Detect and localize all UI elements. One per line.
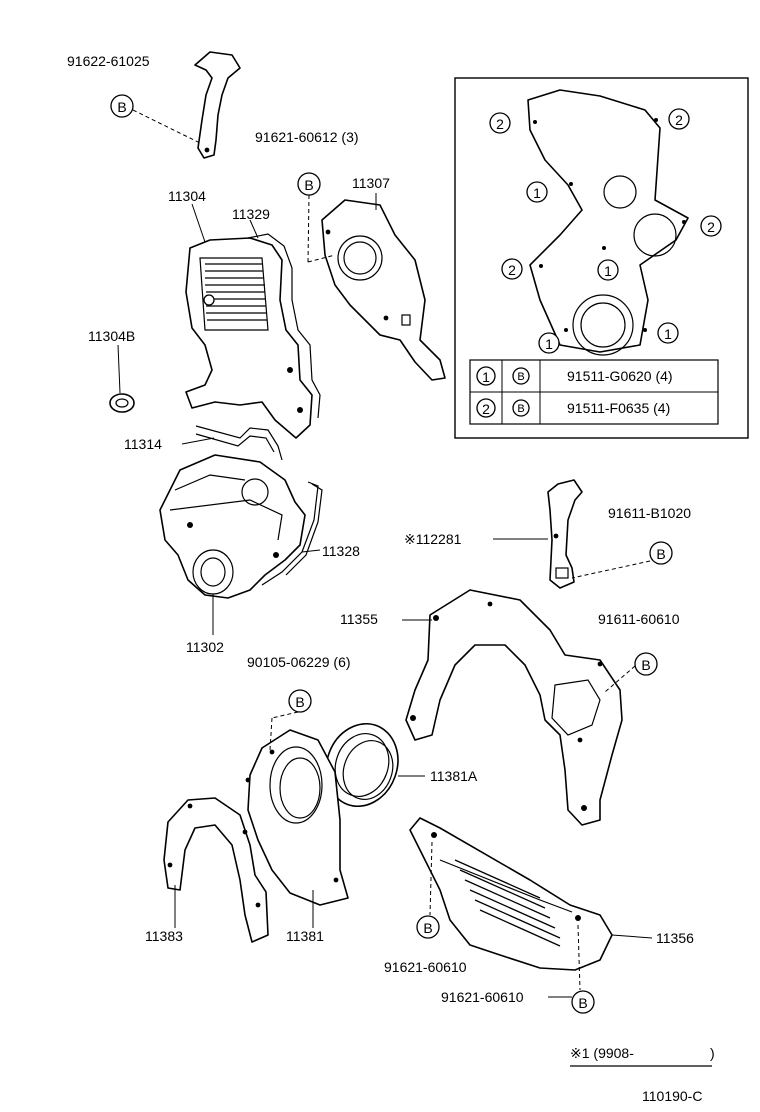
label-91611-60610: 91611-60610 xyxy=(598,611,680,627)
label-11356: 11356 xyxy=(656,930,694,946)
label-11314: 11314 xyxy=(124,436,162,452)
svg-text:1: 1 xyxy=(533,185,541,201)
label-112281: ※112281 xyxy=(404,531,462,547)
svg-text:2: 2 xyxy=(508,262,516,278)
svg-text:B: B xyxy=(517,403,524,415)
plug-11304B xyxy=(109,393,135,413)
label-91611-B1020: 91611-B1020 xyxy=(608,505,691,521)
label-11307: 11307 xyxy=(352,175,390,191)
label-11304: 11304 xyxy=(168,188,206,204)
svg-text:B: B xyxy=(578,995,587,1011)
svg-text:B: B xyxy=(656,546,665,562)
label-11381A: 11381A xyxy=(430,768,478,784)
inset-marker-1-left: 1 xyxy=(526,181,548,203)
callout-b-91621-60610-left: B xyxy=(416,915,440,939)
callout-b-90105-06229: B xyxy=(288,689,312,713)
svg-text:2: 2 xyxy=(482,401,490,417)
label-91621-60610-right: 91621-60610 xyxy=(441,989,524,1005)
lower-cover-11302 xyxy=(159,454,306,599)
label-91621-60610-left: 91621-60610 xyxy=(384,959,467,975)
svg-text:1: 1 xyxy=(545,336,553,352)
svg-text:91511-F0635 (4): 91511-F0635 (4) xyxy=(567,400,670,416)
label-11329: 11329 xyxy=(232,206,270,222)
svg-text:B: B xyxy=(517,371,524,383)
label-91622-61025: 91622-61025 xyxy=(67,53,150,69)
svg-text:B: B xyxy=(423,920,432,936)
gasket-11383 xyxy=(163,797,269,943)
gasket-11328 xyxy=(261,481,323,586)
footnote-text: ※1 (9908- xyxy=(570,1045,634,1061)
label-11383: 11383 xyxy=(145,928,183,944)
svg-text:B: B xyxy=(304,177,313,193)
callout-b-91611-60610: B xyxy=(634,652,658,676)
label-90105-06229: 90105-06229 (6) xyxy=(247,654,351,670)
callout-b-91621-60612: B xyxy=(297,172,321,196)
label-11302: 11302 xyxy=(186,639,224,655)
callout-b-91611-B1020: B xyxy=(649,541,673,565)
svg-text:2: 2 xyxy=(496,116,504,132)
diagram-code: 110190-C xyxy=(642,1088,702,1104)
svg-text:B: B xyxy=(295,694,304,710)
bolt-table xyxy=(469,359,719,425)
oil-seal-11381A xyxy=(325,722,399,808)
inset-marker-2-top-right: 2 xyxy=(668,108,690,130)
bracket-91622-61025 xyxy=(194,51,241,159)
label-11328: 11328 xyxy=(322,543,360,559)
svg-text:B: B xyxy=(641,657,650,673)
bracket-112281 xyxy=(547,479,583,589)
inset-marker-2-top-left: 2 xyxy=(489,112,511,134)
svg-text:2: 2 xyxy=(707,219,715,235)
inset-marker-2-mid-left: 2 xyxy=(501,258,523,280)
inset-marker-2-right: 2 xyxy=(700,215,722,237)
inset-marker-1-center: 1 xyxy=(597,259,619,281)
svg-text:2: 2 xyxy=(675,112,683,128)
upper-cover-11304 xyxy=(185,233,321,439)
label-11304B: 11304B xyxy=(88,328,135,344)
bolt-table-row-2: 2 B 91511-F0635 (4) xyxy=(476,398,670,418)
svg-text:1: 1 xyxy=(482,369,490,385)
svg-text:1: 1 xyxy=(604,263,612,279)
footnote-close: ) xyxy=(710,1045,715,1061)
inset-marker-1-bottom-left: 1 xyxy=(538,332,560,354)
label-91621-60612: 91621-60612 (3) xyxy=(255,129,359,145)
label-11355: 11355 xyxy=(340,611,378,627)
plate-11355 xyxy=(405,589,623,826)
gasket-11314 xyxy=(195,425,283,461)
inset-marker-1-bottom-right: 1 xyxy=(657,322,679,344)
shield-11356 xyxy=(409,817,613,971)
bolt-table-row-1: 1 B 91511-G0620 (4) xyxy=(476,366,673,386)
svg-text:91511-G0620 (4): 91511-G0620 (4) xyxy=(567,368,673,384)
svg-text:B: B xyxy=(117,99,126,115)
callout-b-91622-61025: B xyxy=(110,94,134,118)
retainer-11381 xyxy=(245,729,349,906)
cover-11307 xyxy=(321,199,446,381)
callout-b-91621-60610-right: B xyxy=(571,990,595,1014)
svg-text:1: 1 xyxy=(664,326,672,342)
label-11381: 11381 xyxy=(286,928,324,944)
